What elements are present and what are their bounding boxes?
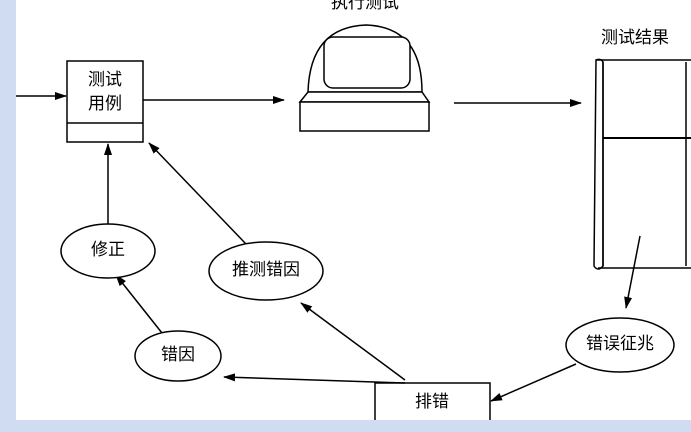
diagram-graphics bbox=[16, 24, 691, 420]
arrow-cause-to-fix bbox=[115, 274, 163, 334]
error-symptom-label: 错误征兆 bbox=[586, 334, 654, 354]
arrow-debug-to-guess bbox=[300, 302, 406, 381]
guess-cause-label: 推测错因 bbox=[232, 260, 300, 280]
error-cause-label: 错因 bbox=[161, 345, 195, 365]
guess-cause-ellipse bbox=[208, 241, 324, 301]
testcase-label-line2: 用例 bbox=[88, 94, 122, 114]
diagram-canvas: 执行测试 测试结果 测试 用例 修正 推测错因 错因 错误征兆 排错 bbox=[16, 0, 691, 420]
debug-box bbox=[374, 382, 491, 420]
arrow-results-to-symptom bbox=[624, 235, 641, 309]
computer-terminal-icon bbox=[298, 24, 431, 132]
arrow-debug-to-cause bbox=[223, 373, 406, 384]
testcase-label-line1: 测试 bbox=[88, 70, 122, 90]
testcase-box bbox=[66, 60, 144, 143]
debug-label: 排错 bbox=[415, 392, 449, 412]
fix-label: 修正 bbox=[91, 240, 125, 260]
arrow-symptom-to-debug bbox=[490, 363, 577, 402]
test-results-label: 测试结果 bbox=[601, 28, 669, 48]
execute-test-label: 执行测试 bbox=[331, 0, 399, 13]
error-symptom-ellipse bbox=[565, 317, 675, 373]
error-cause-ellipse bbox=[134, 330, 222, 382]
test-results-sheet bbox=[593, 58, 691, 270]
arrow-guess-to-testcase bbox=[148, 142, 247, 245]
